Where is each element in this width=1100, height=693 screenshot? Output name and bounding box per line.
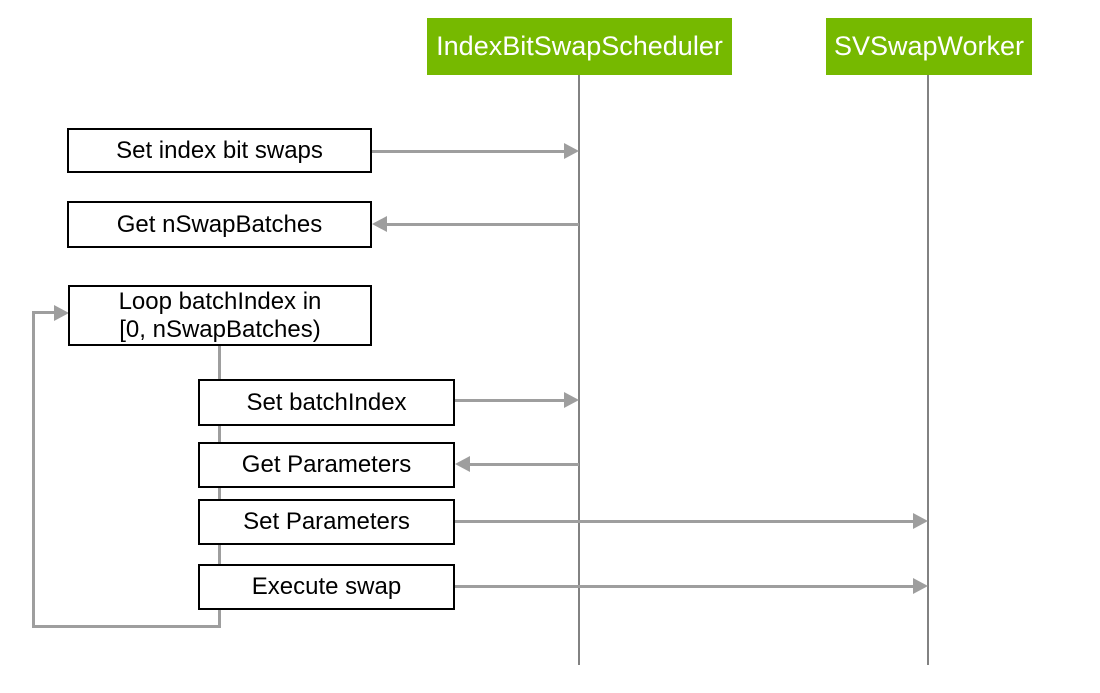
loop-connector-top — [32, 311, 56, 314]
lifeline-svswapworker — [927, 75, 929, 665]
arrow-set-parameters — [455, 520, 914, 523]
message-label: Set batchIndex — [246, 388, 407, 416]
lifeline-indexbitswapscheduler — [578, 75, 580, 665]
loop-arrowhead-icon — [54, 305, 69, 321]
arrowhead-right-icon — [564, 392, 579, 408]
actor-label: SVSwapWorker — [833, 31, 1025, 61]
actor-label: IndexBitSwapScheduler — [436, 31, 723, 61]
message-box-execute-swap: Execute swap — [198, 564, 455, 610]
message-box-set-parameters: Set Parameters — [198, 499, 455, 545]
message-label: Execute swap — [251, 573, 402, 600]
arrow-get-nswapbatches — [386, 223, 579, 226]
loop-connector-left — [32, 311, 35, 628]
arrowhead-right-icon — [913, 513, 928, 529]
arrow-execute-swap — [455, 585, 914, 588]
loop-box: Loop batchIndex in [0, nSwapBatches) — [68, 285, 372, 346]
message-label: Get Parameters — [241, 451, 412, 478]
message-label: Set index bit swaps — [116, 136, 323, 164]
arrow-set-batchindex — [455, 399, 565, 402]
message-box-get-nswapbatches: Get nSwapBatches — [67, 201, 372, 248]
arrow-get-parameters — [469, 463, 579, 466]
message-box-set-index-bit-swaps: Set index bit swaps — [67, 128, 372, 173]
arrowhead-right-icon — [564, 143, 579, 159]
message-label: Set Parameters — [243, 508, 410, 535]
arrowhead-left-icon — [455, 456, 470, 472]
loop-label-line2: [0, nSwapBatches) — [119, 315, 321, 343]
actor-svswapworker: SVSwapWorker — [826, 18, 1032, 75]
message-box-get-parameters: Get Parameters — [198, 442, 455, 488]
arrowhead-right-icon — [913, 578, 928, 594]
message-label: Get nSwapBatches — [116, 210, 323, 238]
actor-indexbitswapscheduler: IndexBitSwapScheduler — [427, 18, 732, 75]
loop-label-line1: Loop batchIndex in — [118, 287, 322, 315]
arrow-set-index-bit-swaps — [372, 150, 565, 153]
arrowhead-left-icon — [372, 216, 387, 232]
loop-connector-bottom — [32, 625, 221, 628]
message-box-set-batchindex: Set batchIndex — [198, 379, 455, 426]
